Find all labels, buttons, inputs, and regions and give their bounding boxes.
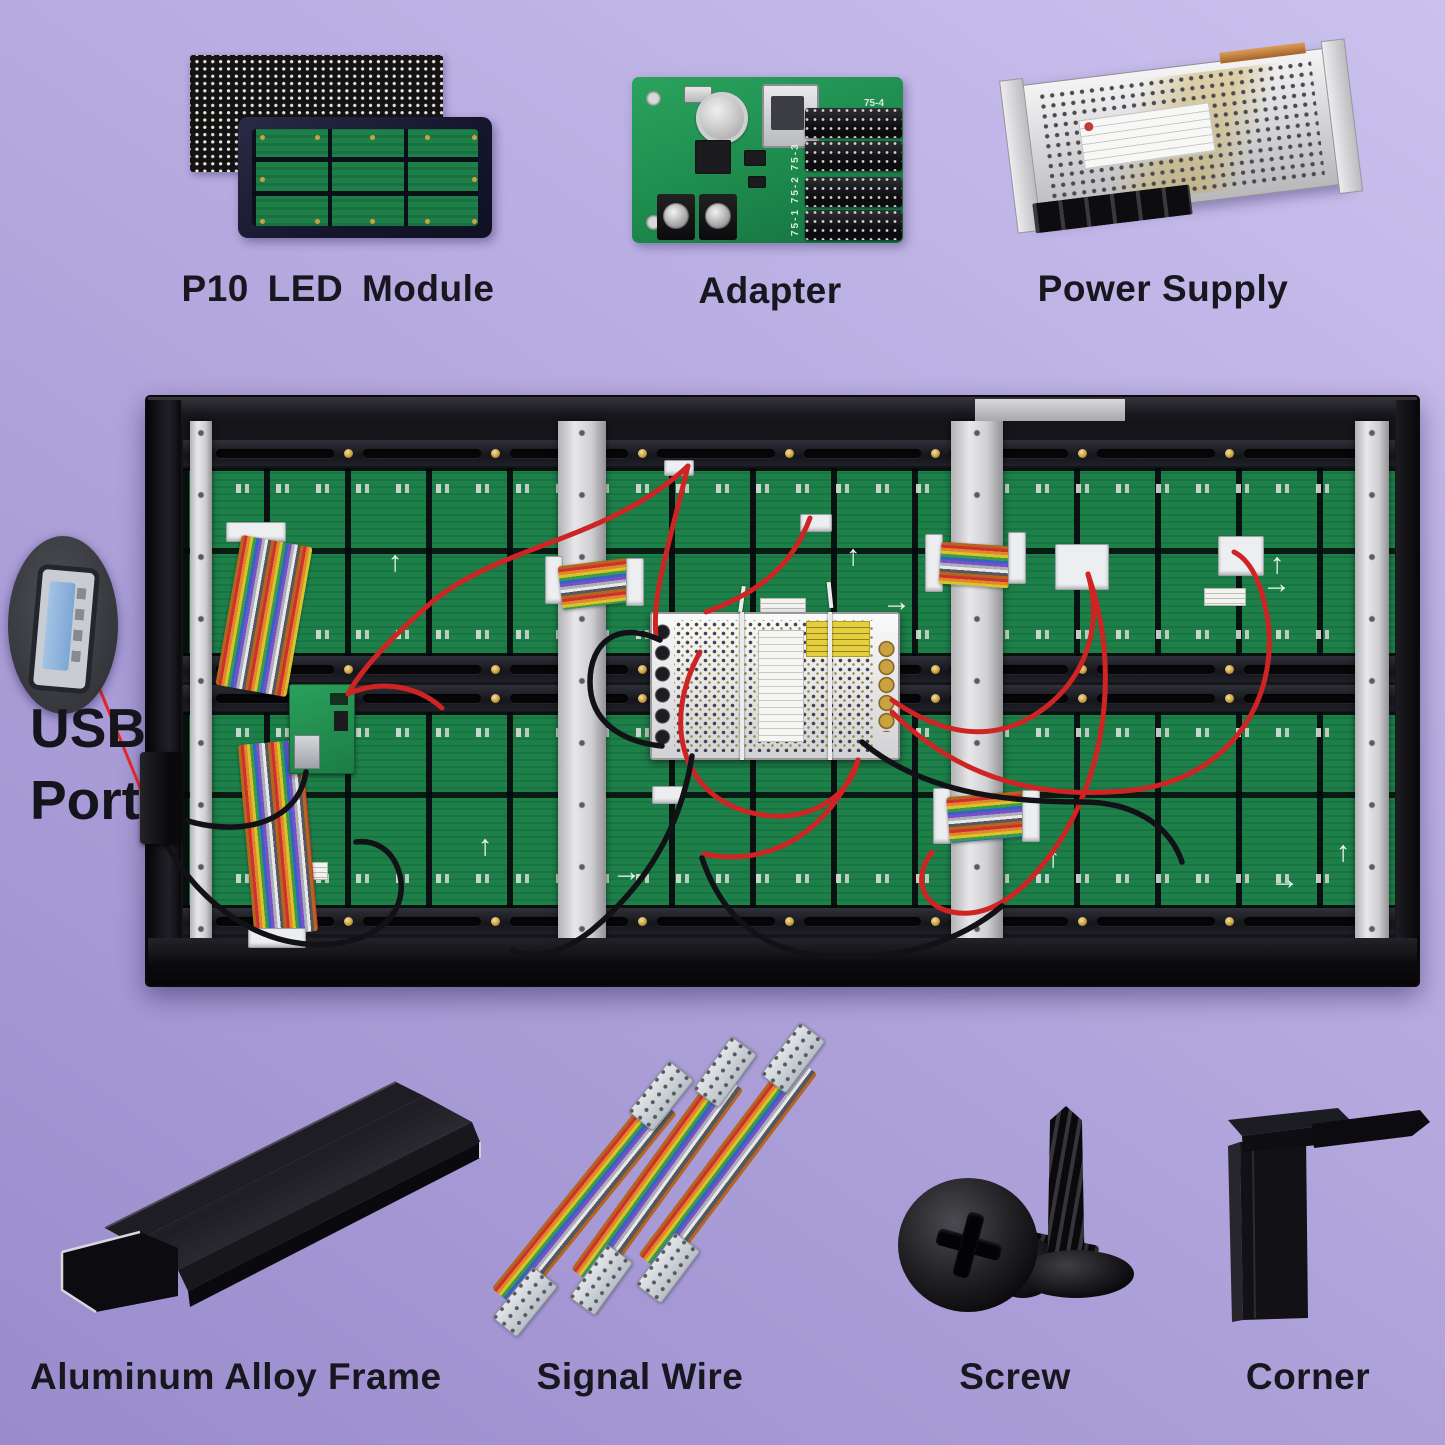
led-module-screws bbox=[260, 135, 265, 140]
module-arrow-up-icon: ↑ bbox=[1270, 548, 1285, 580]
panel-aluminum-strip bbox=[190, 421, 212, 938]
panel-frame-left bbox=[147, 400, 181, 982]
module-components-strip bbox=[196, 874, 1392, 883]
led-matrix-front-image bbox=[190, 55, 443, 172]
adapter-idc-connector bbox=[805, 177, 902, 207]
aluminum-frame-label: Aluminum Alloy Frame bbox=[30, 1356, 442, 1397]
adapter-idc-connector bbox=[805, 108, 902, 138]
module-arrow-up-icon: ↑ bbox=[478, 830, 493, 862]
panel-power-supply bbox=[650, 612, 900, 760]
corner-bracket-image bbox=[1228, 1108, 1430, 1322]
controller-chip bbox=[330, 693, 348, 705]
panel-frame-right bbox=[1396, 400, 1418, 982]
screw-label: Screw bbox=[959, 1356, 1071, 1397]
psu-spec-label bbox=[758, 630, 804, 742]
adapter-label: Adapter bbox=[698, 270, 842, 311]
zip-tie bbox=[828, 612, 832, 760]
black-wires bbox=[161, 629, 1185, 960]
adapter-chip bbox=[748, 176, 766, 188]
adapter-power-terminal bbox=[657, 194, 695, 240]
panel-top-bracket bbox=[975, 399, 1125, 421]
usb-label-line2: Port bbox=[30, 769, 140, 831]
module-sticker bbox=[1204, 588, 1246, 606]
module-components-strip bbox=[196, 484, 1392, 493]
adapter-chip bbox=[744, 150, 766, 166]
module-arrow-right-icon: → bbox=[1270, 864, 1299, 896]
red-power-wires bbox=[345, 463, 1272, 916]
aluminum-frame-image bbox=[60, 1081, 481, 1314]
panel-rail-top bbox=[183, 440, 1395, 466]
module-arrow-up-icon: ↑ bbox=[388, 546, 403, 578]
controller-card bbox=[289, 684, 355, 774]
ribbon-connector bbox=[1008, 532, 1026, 584]
usb-plug-on-panel bbox=[140, 752, 182, 844]
adapter-mount-hole bbox=[646, 91, 661, 106]
power-supply-label: Power Supply bbox=[1037, 268, 1289, 309]
led-module-pcb bbox=[252, 129, 478, 226]
adapter-idc-connector bbox=[805, 210, 902, 240]
psu-screw-terminals-right bbox=[876, 640, 897, 732]
usb-label-line1: USB bbox=[30, 697, 147, 759]
psu-screw-terminals-left bbox=[653, 622, 672, 748]
p10-led-module-label: P10 LED Module bbox=[181, 268, 495, 309]
controller-usb-socket bbox=[294, 735, 320, 769]
panel-aluminum-strip bbox=[558, 421, 606, 938]
adapter-idc-connector bbox=[805, 141, 902, 171]
panel-aluminum-strip bbox=[951, 421, 1003, 938]
adapter-silkscreen-75-4: 75-4 bbox=[864, 98, 885, 109]
signal-wire-label: Signal Wire bbox=[536, 1356, 744, 1397]
zip-tie bbox=[740, 612, 744, 760]
controller-chip bbox=[334, 711, 348, 731]
module-arrow-up-icon: ↑ bbox=[1336, 836, 1351, 868]
panel-aluminum-strip bbox=[1355, 421, 1389, 938]
corner-label: Corner bbox=[1245, 1356, 1371, 1397]
module-arrow-right-icon: → bbox=[1262, 568, 1291, 600]
ribbon-connector bbox=[626, 558, 644, 606]
wire-connector bbox=[1055, 544, 1109, 590]
adapter-power-terminal bbox=[699, 194, 737, 240]
adapter-main-chip bbox=[695, 140, 731, 174]
screw-flange bbox=[1018, 1250, 1134, 1298]
adapter-coin-battery bbox=[696, 92, 748, 144]
module-arrow-up-icon: ↑ bbox=[846, 540, 861, 572]
psu-warning-sticker bbox=[806, 621, 870, 657]
